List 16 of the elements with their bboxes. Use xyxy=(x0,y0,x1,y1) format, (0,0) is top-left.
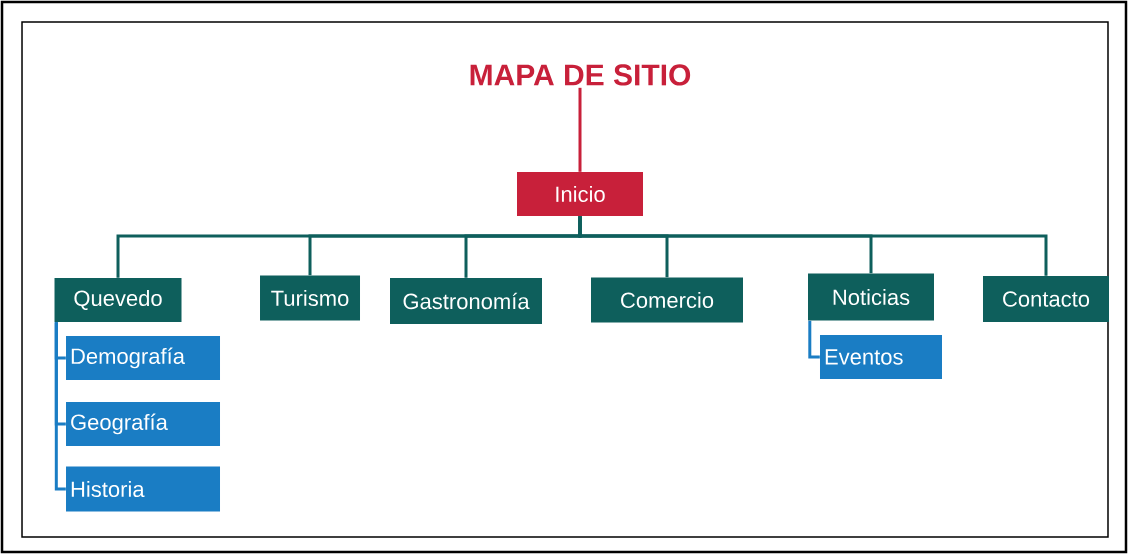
subsection-box: Demografía xyxy=(66,336,220,380)
section-box: Gastronomía xyxy=(390,278,542,324)
connector-line xyxy=(578,87,582,172)
section-box: Comercio xyxy=(591,277,743,323)
connector-line xyxy=(578,216,1048,276)
root-box: Inicio xyxy=(517,172,643,216)
section-box: Contacto xyxy=(983,276,1109,322)
subsection-box: Historia xyxy=(66,466,220,512)
connector-line xyxy=(54,322,66,491)
section-box: Noticias xyxy=(808,273,934,321)
section-box: Quevedo xyxy=(54,278,182,322)
section-box: Turismo xyxy=(260,275,360,321)
connector-line xyxy=(808,320,820,359)
subsection-box: Geografía xyxy=(66,402,220,446)
title-text: MAPA DE SITIO xyxy=(470,64,691,86)
subsection-box: Eventos xyxy=(820,335,942,379)
